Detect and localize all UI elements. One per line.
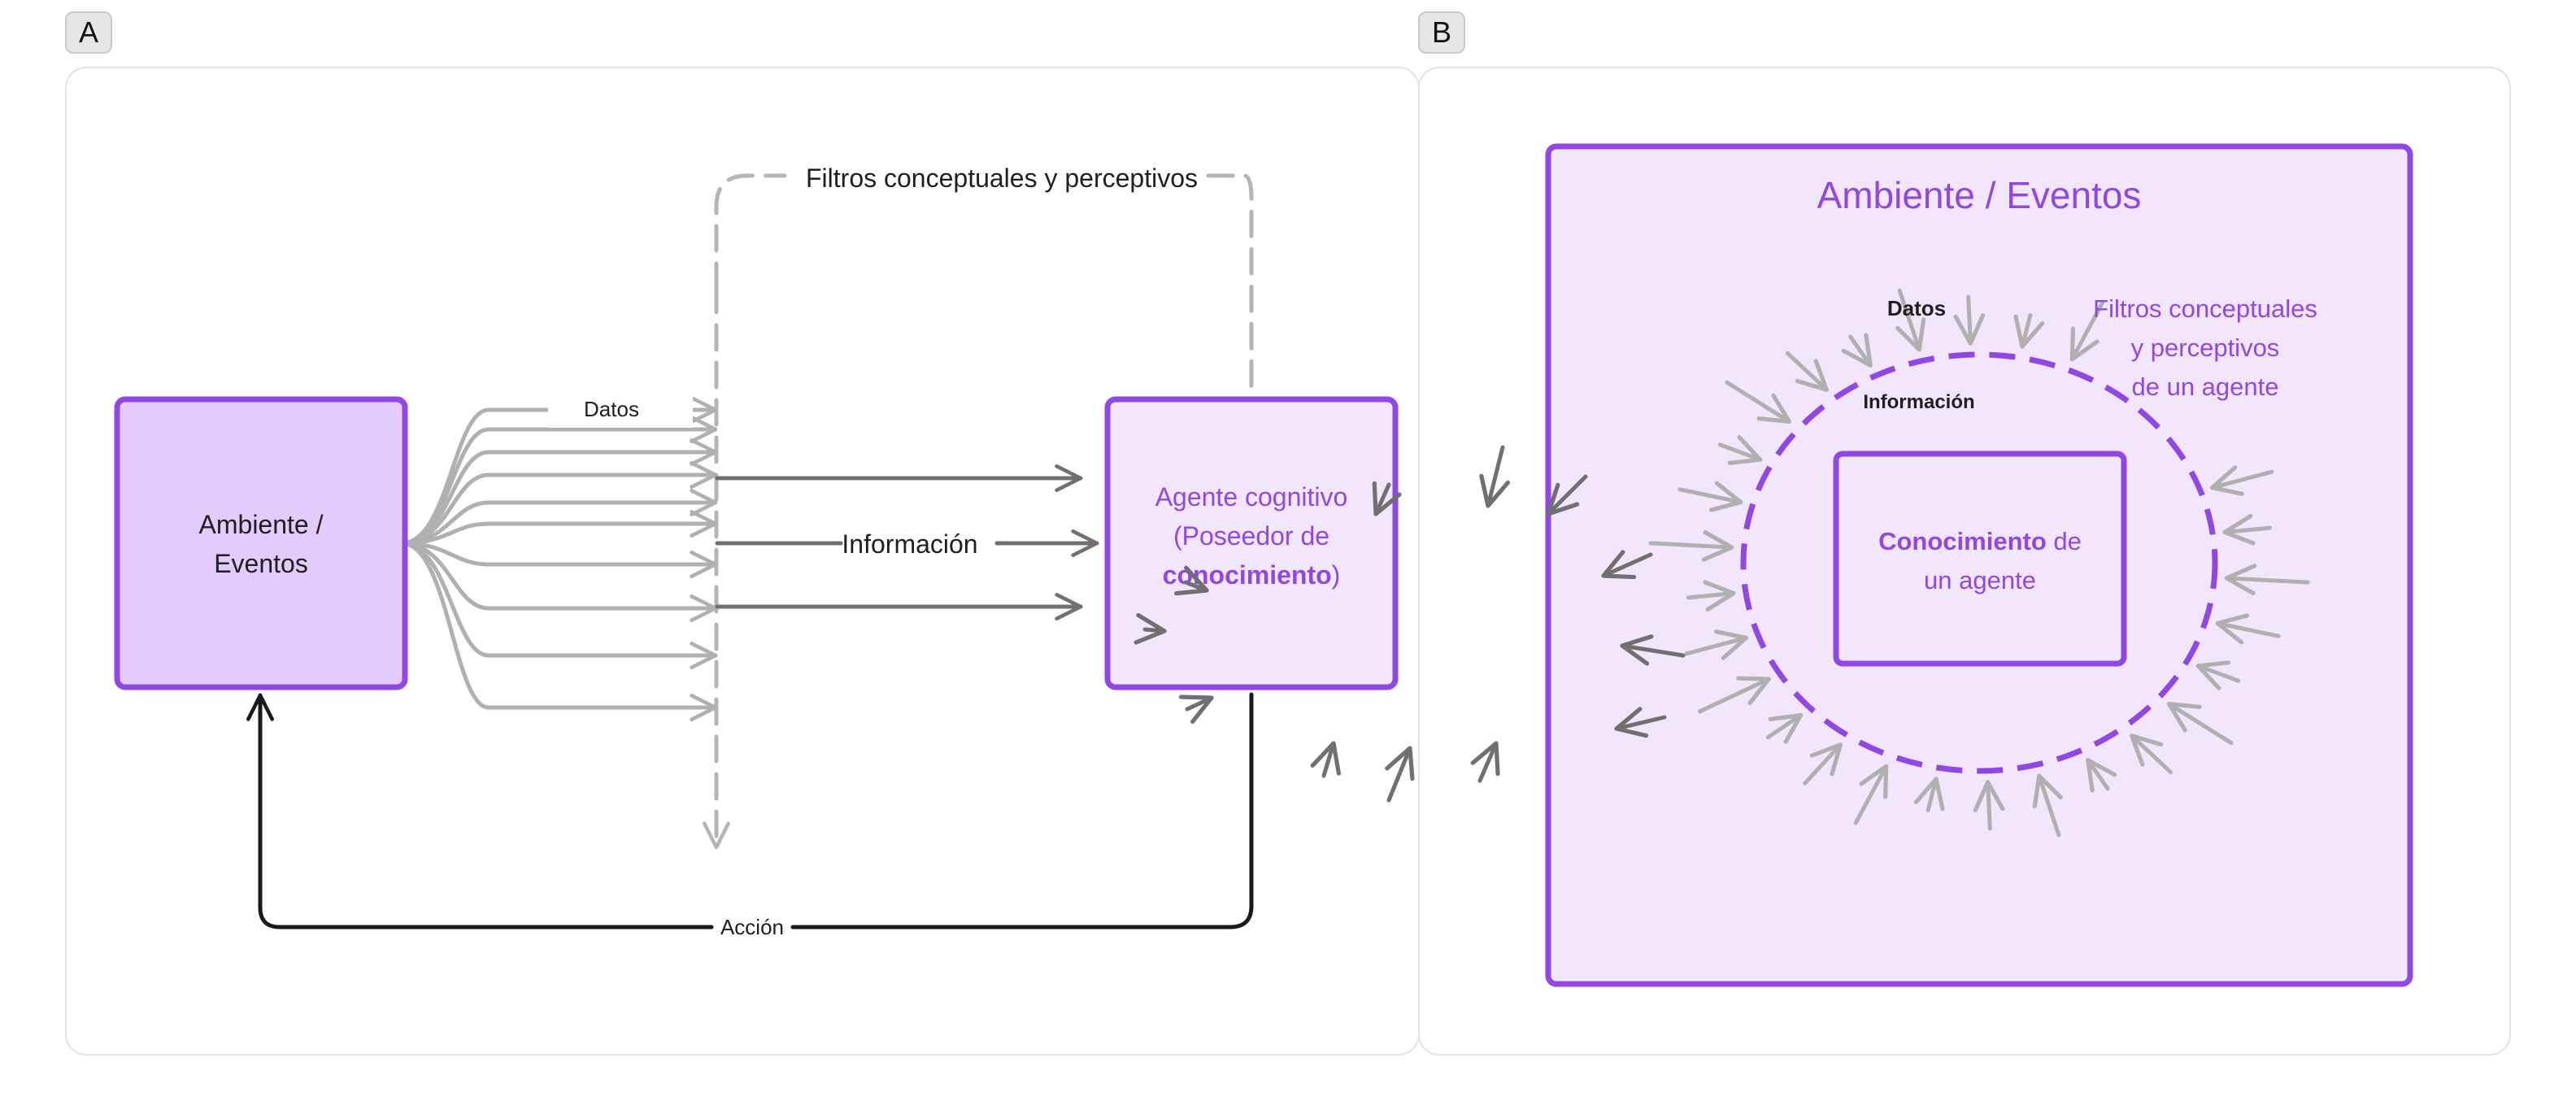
data-arrow	[1648, 529, 1734, 562]
information-arrow	[1601, 550, 1653, 580]
data-arrow	[1677, 481, 1743, 512]
data-arrow	[1686, 580, 1736, 612]
knowledge-label-line2: un agente	[1924, 566, 2036, 594]
information-label: Información	[842, 529, 977, 559]
data-arrow	[2209, 465, 2274, 496]
agent-label-rest: )	[1332, 560, 1341, 590]
environment-box	[114, 396, 408, 690]
information-arrows	[715, 464, 1099, 620]
data-arrow	[2224, 564, 2310, 596]
data-arrow	[399, 541, 718, 578]
data-arrow	[2013, 313, 2045, 349]
knowledge-label-bold: Conocimiento	[1878, 527, 2047, 555]
information-arrow	[1614, 707, 1667, 738]
data-arrow	[1913, 777, 1945, 812]
information-arrow	[1470, 741, 1500, 783]
information-arrow	[1310, 741, 1342, 778]
information-arrow	[1134, 612, 1167, 645]
panel-a-tag: A	[65, 11, 112, 54]
agent-box	[1104, 396, 1399, 690]
data-arrow	[1973, 780, 2005, 831]
action-arrow-right	[790, 692, 1254, 930]
action-label: Acción	[720, 915, 784, 939]
data-arrow	[1853, 764, 1889, 825]
data-label: Datos	[584, 397, 639, 421]
data-arrow	[1698, 676, 1771, 714]
data-arrow	[399, 510, 718, 546]
filter-bracket-right	[1206, 173, 1254, 403]
data-arrow	[1785, 351, 1829, 392]
information-arrow	[1174, 565, 1209, 596]
data-arrow	[1684, 629, 1748, 660]
knowledge-label-line1: Conocimiento de	[1878, 527, 2082, 555]
data-arrow	[2166, 701, 2234, 746]
knowledge-box	[1833, 451, 2127, 667]
agent-label-line1: Agente cognitivo	[1155, 482, 1348, 512]
data-label-bg	[548, 390, 693, 428]
environment-label-line2: Eventos	[214, 549, 308, 578]
information-arrow	[1546, 474, 1588, 516]
data-arrow	[399, 541, 718, 669]
information-arrow	[1178, 694, 1214, 725]
data-arrow	[1725, 380, 1791, 424]
diagram-a: Filtros conceptuales y perceptivos Datos…	[114, 163, 1399, 939]
filters-label: Filtros conceptuales y perceptivos	[806, 163, 1198, 193]
agent-label-line2: (Poseedor de	[1173, 521, 1329, 551]
data-arrows	[1648, 288, 2310, 838]
panel-b-tag: B	[1418, 11, 1465, 54]
information-arrow	[1620, 634, 1686, 666]
data-label: Datos	[1887, 296, 1946, 320]
environment-title: Ambiente / Eventos	[1817, 174, 2142, 216]
data-arrows	[399, 396, 718, 721]
information-arrows	[1134, 445, 1686, 803]
diagram-b: Ambiente / Eventos Conocimiento de un ag…	[1134, 143, 2413, 987]
data-arrow	[1717, 435, 1763, 465]
data-arrow	[2086, 758, 2117, 793]
filter-circle	[1740, 351, 2218, 774]
action-arrow-left	[246, 693, 714, 930]
data-arrow	[399, 541, 718, 721]
data-arrow	[1895, 288, 1926, 352]
data-arrow	[2215, 613, 2281, 645]
panel-b: Ambiente / Eventos Conocimiento de un ag…	[1134, 67, 2511, 1056]
data-arrow	[2130, 734, 2174, 775]
information-arrow	[1479, 445, 1511, 508]
data-arrow	[1765, 712, 1804, 744]
information-arrow	[1372, 481, 1402, 516]
data-arrow	[2032, 773, 2063, 838]
filter-bracket-left	[714, 173, 787, 290]
data-arrow	[2069, 300, 2105, 362]
information-label: Información	[1863, 391, 1974, 413]
data-arrow	[1803, 742, 1843, 786]
data-arrow	[1953, 294, 1986, 346]
data-arrow	[2195, 660, 2241, 690]
filters-label-line1: Filtros conceptuales	[2093, 294, 2317, 323]
panel-a: Filtros conceptuales y perceptivos Datos…	[65, 67, 1420, 1056]
filters-label-line3: de un agente	[2131, 372, 2278, 401]
environment-label-line1: Ambiente /	[199, 510, 324, 539]
data-arrow	[1841, 333, 1873, 368]
data-arrow	[399, 438, 718, 546]
information-arrow	[1385, 746, 1415, 803]
data-arrow	[2222, 513, 2272, 546]
filters-label-line2: y perceptivos	[2131, 333, 2280, 362]
knowledge-label-rest: de	[2047, 527, 2082, 555]
